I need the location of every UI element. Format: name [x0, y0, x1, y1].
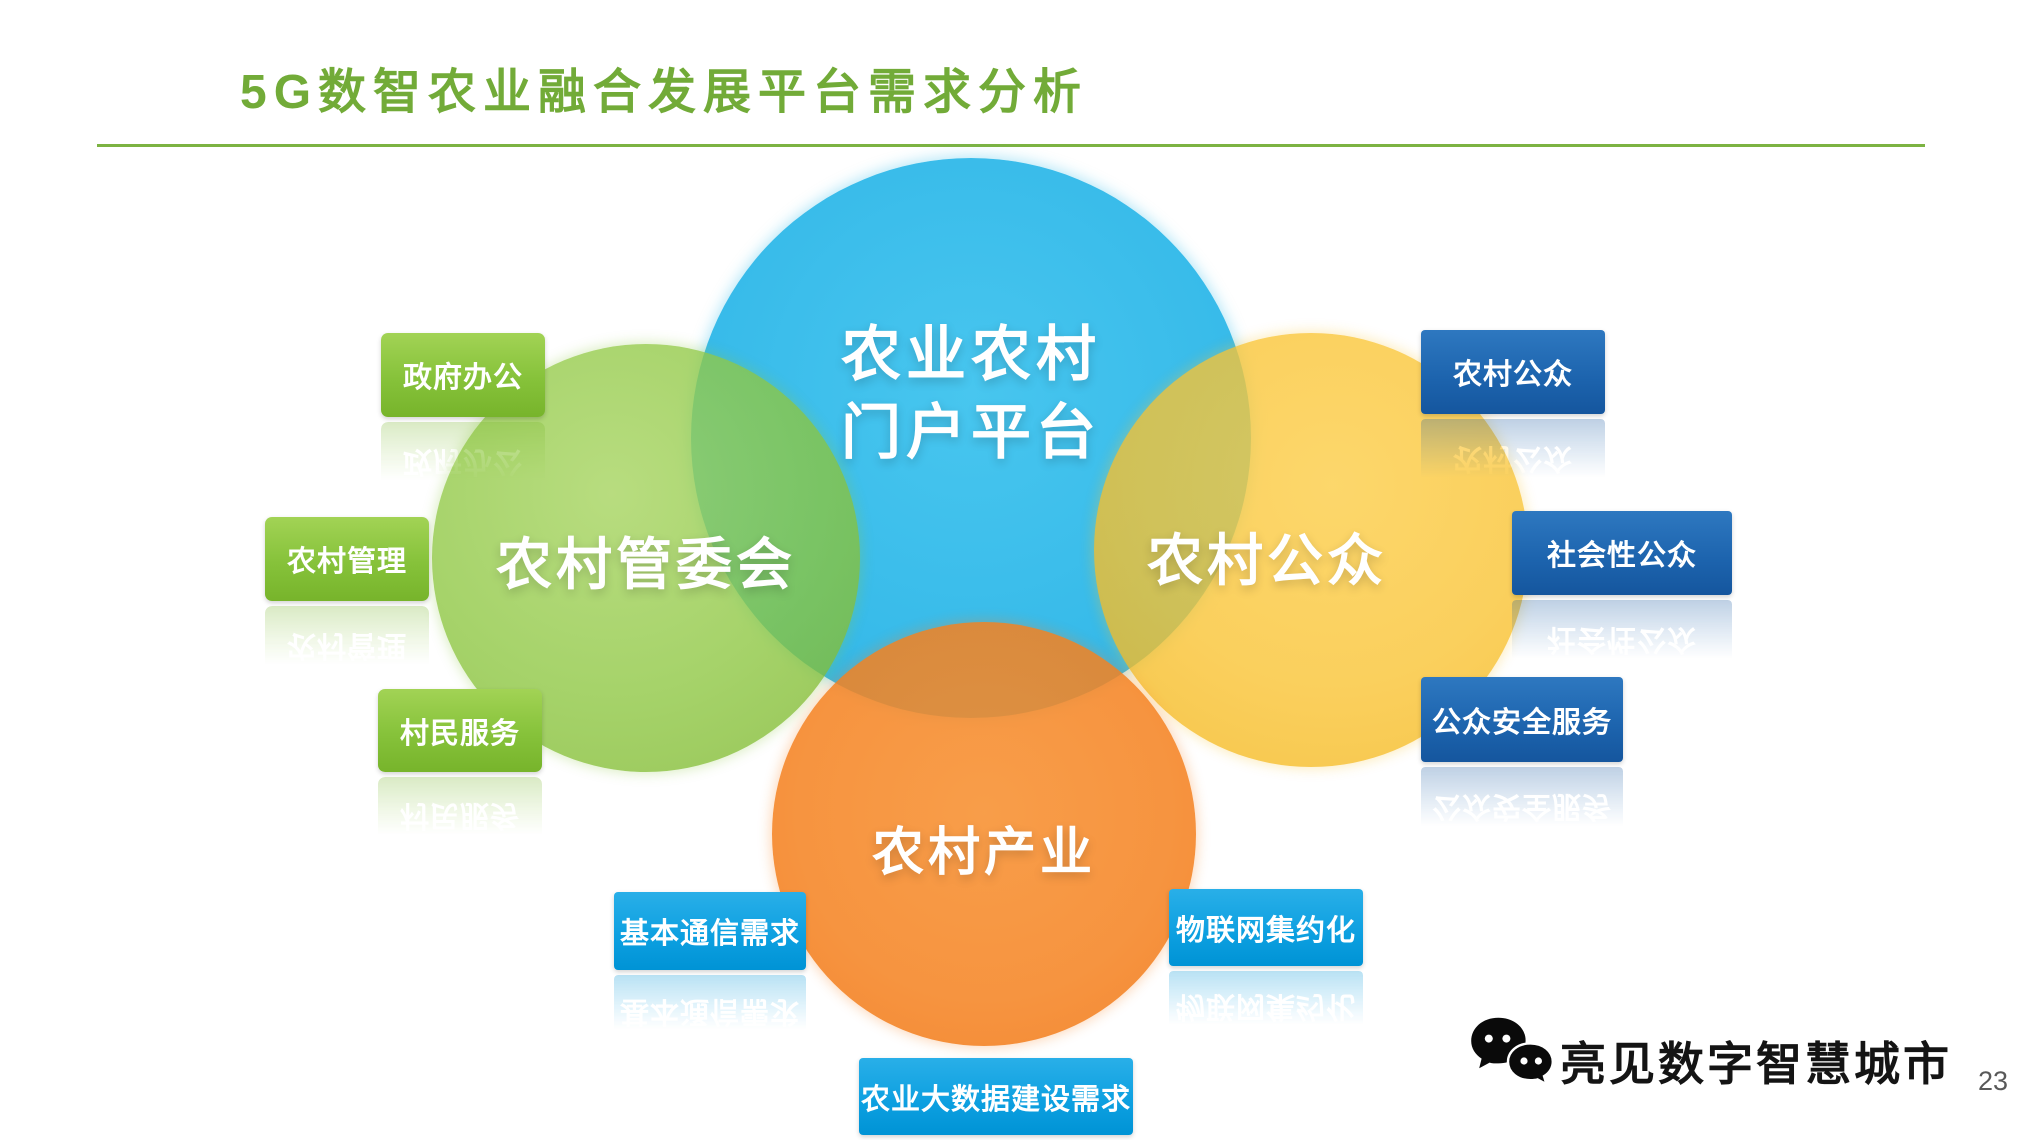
- tag-rural-public-label: 农村公众: [1452, 359, 1573, 391]
- tag-basic-communication-reflection: 基本通信需求: [614, 975, 806, 1053]
- tag-public-safety-label: 公众安全服务: [1431, 706, 1612, 739]
- circle-rural-industry: [772, 622, 1196, 1046]
- circle-portal-label-line2: 门户平台: [841, 399, 1101, 466]
- tag-social-public-reflection: 社会性公众: [1512, 600, 1732, 684]
- tag-villager-service: 村民服务 村民服务: [378, 689, 542, 860]
- tag-agri-bigdata-box: 农业大数据建设需求: [859, 1058, 1133, 1135]
- tag-rural-management-label: 农村管理: [286, 546, 407, 578]
- page-number: 23: [1977, 1066, 2008, 1096]
- tag-villager-service-label: 村民服务: [399, 717, 520, 750]
- tag-basic-communication-box: 基本通信需求: [614, 892, 806, 970]
- tag-villager-service-reflection-label: 村民服务: [399, 799, 520, 832]
- tag-public-safety-reflection: 公众安全服务: [1421, 767, 1623, 852]
- tag-basic-communication-reflection-label: 基本通信需求: [619, 995, 800, 1027]
- tag-basic-communication: 基本通信需求 基本通信需求: [614, 892, 806, 1053]
- tag-public-safety-box: 公众安全服务: [1421, 677, 1623, 762]
- circle-portal-label: 农业农村 门户平台: [691, 316, 1251, 472]
- circle-committee-label: 农村管委会: [496, 533, 796, 596]
- chat-bubbles-logo-icon: [1471, 1017, 1555, 1087]
- tag-rural-public-box: 农村公众: [1421, 330, 1605, 414]
- page-title: 5G数智农业融合发展平台需求分析: [240, 66, 1089, 119]
- tag-iot-intensive: 物联网集约化 物联网集约化: [1169, 889, 1363, 1048]
- tag-iot-intensive-label: 物联网集约化: [1175, 914, 1356, 947]
- tag-villager-service-box: 村民服务: [378, 689, 542, 772]
- circle-industry-label: 农村产业: [871, 824, 1096, 882]
- tag-gov-office-box: 政府办公: [381, 333, 545, 417]
- tag-public-safety-reflection-label: 公众安全服务: [1431, 790, 1612, 823]
- tag-rural-management-reflection: 农村管理: [265, 606, 429, 690]
- tag-social-public-box: 社会性公众: [1512, 511, 1732, 595]
- tag-public-safety: 公众安全服务 公众安全服务: [1421, 677, 1623, 852]
- tag-gov-office-label: 政府办公: [402, 362, 523, 394]
- tag-social-public-label: 社会性公众: [1546, 540, 1697, 572]
- tag-social-public-reflection-label: 社会性公众: [1546, 623, 1697, 655]
- circle-portal-label-line1: 农业农村: [841, 321, 1101, 388]
- tag-villager-service-reflection: 村民服务: [378, 777, 542, 860]
- tag-agri-bigdata-label: 农业大数据建设需求: [860, 1083, 1131, 1116]
- tag-agri-bigdata: 农业大数据建设需求 农业大数据建设需求: [859, 1058, 1133, 1135]
- tag-basic-communication-label: 基本通信需求: [619, 918, 800, 950]
- circle-public-label: 农村公众: [1147, 529, 1387, 592]
- tag-iot-intensive-reflection: 物联网集约化: [1169, 971, 1363, 1048]
- tag-gov-office: 政府办公 政府办公: [381, 333, 545, 506]
- tag-social-public: 社会性公众 社会性公众: [1512, 511, 1732, 684]
- tag-rural-management: 农村管理 农村管理: [265, 517, 429, 690]
- tag-iot-intensive-box: 物联网集约化: [1169, 889, 1363, 966]
- tag-rural-management-reflection-label: 农村管理: [286, 629, 407, 661]
- tag-rural-public: 农村公众 农村公众: [1421, 330, 1605, 503]
- brand-name: 亮见数字智慧城市: [1560, 1038, 1952, 1090]
- tag-rural-management-box: 农村管理: [265, 517, 429, 601]
- title-underline: [97, 144, 1925, 147]
- tag-iot-intensive-reflection-label: 物联网集约化: [1175, 990, 1356, 1023]
